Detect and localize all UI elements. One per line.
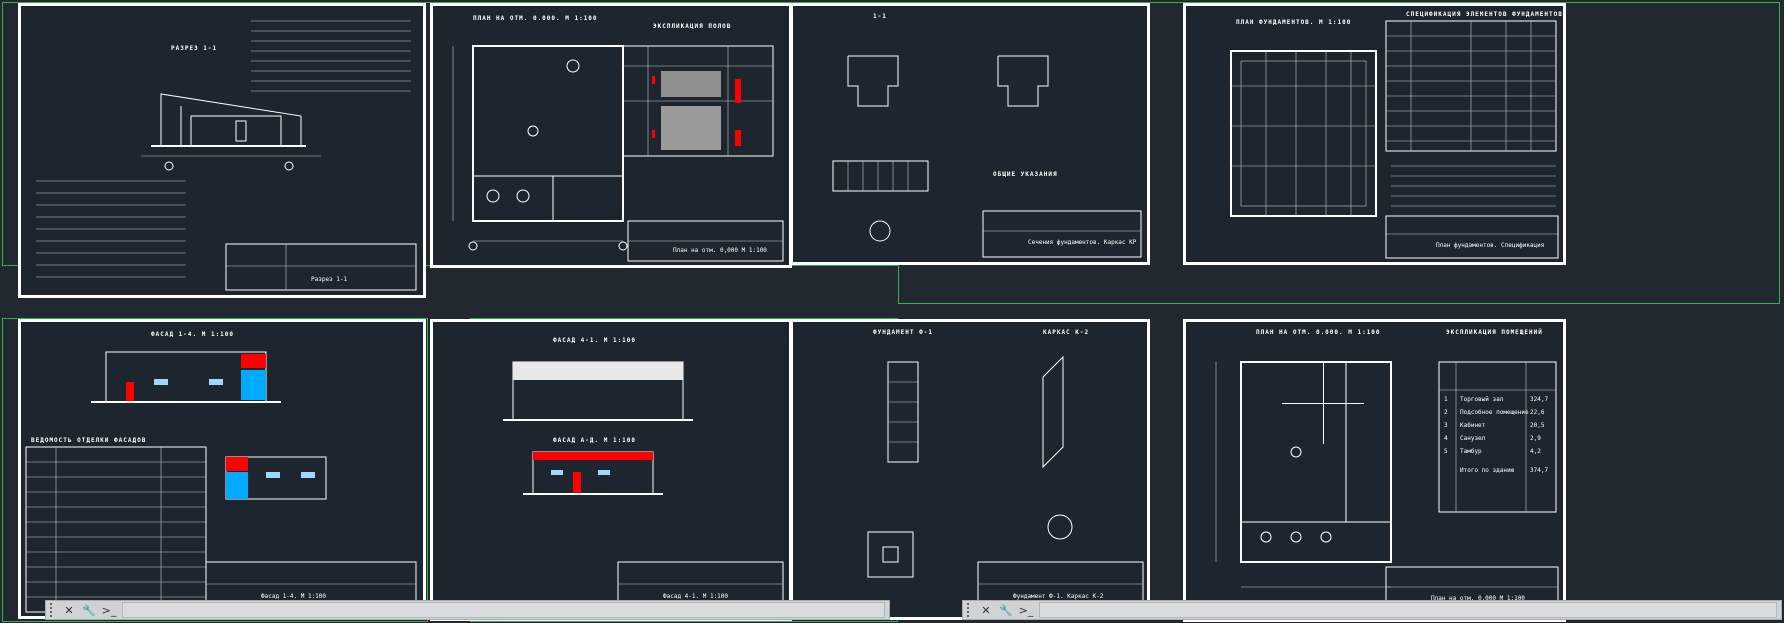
room-total-row: Итого по зданию 374,7 [1460, 467, 1548, 474]
svg-text:5: 5 [1444, 448, 1448, 455]
command-line-toolbar[interactable]: ✕ 🔧 >_ [45, 600, 890, 620]
close-icon[interactable]: ✕ [981, 603, 991, 617]
svg-text:1: 1 [1444, 396, 1448, 403]
sheet-subtitle: ОБЩИЕ УКАЗАНИЯ [993, 171, 1058, 178]
sheet-foundation-sections[interactable]: 1-1 ОБЩИЕ УКАЗАНИЯ Сечения фундаментов. … [790, 3, 1150, 265]
sheet-foundation-f1[interactable]: ФУНДАМЕНТ Ф-1 КАРКАС К-2 Фундамент Ф-1. … [790, 319, 1150, 620]
sheet-subtitle: ФАСАД А-Д. М 1:100 [553, 437, 636, 444]
room-row: 3 Кабинет 20,5 [1444, 422, 1545, 429]
section-drawing: РАЗРЕЗ 1-1 Разрез 1-1 [36, 20, 417, 291]
sheet-facade-4-1[interactable]: ФАСАД 4-1. М 1:100 ФАСАД А-Д. М 1:100 Фа… [430, 319, 792, 621]
foundation-detail-drawing: ФУНДАМЕНТ Ф-1 КАРКАС К-2 Фундамент Ф-1. … [867, 329, 1144, 613]
command-line-icon[interactable]: >_ [101, 603, 117, 617]
title-block-text: Фасад 1-4. М 1:100 [261, 593, 326, 600]
wrench-icon[interactable]: 🔧 [82, 603, 96, 617]
foundation-plan-drawing: ПЛАН ФУНДАМЕНТОВ. М 1:100 СПЕЦИФИКАЦИЯ Э… [1230, 11, 1563, 259]
sheet-title: ФУНДАМЕНТ Ф-1 [873, 329, 933, 336]
sheet-title: ПЛАН НА ОТМ. 0.000. М 1:100 [473, 15, 598, 22]
sections-drawing: 1-1 ОБЩИЕ УКАЗАНИЯ Сечения фундаментов. … [832, 13, 1142, 258]
plan-drawing: ПЛАН НА ОТМ. 0.000. М 1:100 ЭКСПЛИКАЦИЯ … [452, 15, 784, 262]
svg-text:Санузел: Санузел [1460, 435, 1486, 442]
svg-text:3: 3 [1444, 422, 1448, 429]
sheet-subtitle: КАРКАС К-2 [1043, 329, 1089, 336]
crosshair-cursor [1323, 362, 1324, 444]
title-block-text: План фундаментов. Спецификация [1436, 242, 1544, 249]
sheet-facade-1-4[interactable]: ФАСАД 1-4. М 1:100 ВЕДОМОСТЬ ОТДЕЛКИ ФАС… [18, 319, 426, 619]
facade-drawing-2: ФАСАД 4-1. М 1:100 ФАСАД А-Д. М 1:100 Фа… [503, 337, 784, 613]
sheet-plan-floor[interactable]: ПЛАН НА ОТМ. 0.000. М 1:100 ЭКСПЛИКАЦИЯ … [430, 3, 792, 268]
command-line-toolbar[interactable]: ✕ 🔧 >_ [962, 600, 1782, 620]
sheet-title: ПЛАН ФУНДАМЕНТОВ. М 1:100 [1236, 19, 1351, 26]
svg-text:2,9: 2,9 [1530, 435, 1541, 442]
svg-text:4: 4 [1444, 435, 1448, 442]
title-block-text: Разрез 1-1 [311, 276, 348, 283]
svg-text:Итого по зданию: Итого по зданию [1460, 467, 1515, 474]
sheet-subtitle: ВЕДОМОСТЬ ОТДЕЛКИ ФАСАДОВ [31, 437, 146, 444]
svg-text:Кабинет: Кабинет [1460, 422, 1486, 429]
sheet-subtitle: СПЕЦИФИКАЦИЯ ЭЛЕМЕНТОВ ФУНДАМЕНТОВ [1406, 11, 1563, 18]
sheet-title: 1-1 [873, 13, 887, 20]
plan-rooms-drawing: ПЛАН НА ОТМ. 0.000. М 1:100 ЭКСПЛИКАЦИЯ … [1215, 328, 1559, 616]
room-row: 5 Тамбур 4,2 [1444, 448, 1541, 455]
svg-text:Подсобное помещение: Подсобное помещение [1460, 409, 1529, 416]
sheet-section-1-1[interactable]: РАЗРЕЗ 1-1 Разрез 1-1 [18, 3, 426, 298]
command-input[interactable] [1039, 602, 1777, 618]
command-input[interactable] [122, 602, 885, 618]
command-line-icon[interactable]: >_ [1018, 603, 1034, 617]
sheet-plan-rooms[interactable]: ПЛАН НА ОТМ. 0.000. М 1:100 ЭКСПЛИКАЦИЯ … [1183, 319, 1566, 622]
close-icon[interactable]: ✕ [64, 603, 74, 617]
svg-text:4,2: 4,2 [1530, 448, 1541, 455]
title-block-text: План на отм. 0,000 М 1:100 [1431, 595, 1525, 602]
room-row: 4 Санузел 2,9 [1444, 435, 1541, 442]
sheet-title: РАЗРЕЗ 1-1 [171, 45, 217, 52]
title-block-text: План на отм. 0,000 М 1:100 [673, 247, 767, 254]
wrench-icon[interactable]: 🔧 [999, 603, 1013, 617]
svg-text:Тамбур: Тамбур [1460, 448, 1482, 455]
sheet-foundation-plan[interactable]: ПЛАН ФУНДАМЕНТОВ. М 1:100 СПЕЦИФИКАЦИЯ Э… [1183, 3, 1566, 265]
grip-handle[interactable] [50, 603, 56, 617]
sheet-subtitle: ЭКСПЛИКАЦИЯ ПОМЕЩЕНИЙ [1446, 328, 1543, 336]
title-block-text: Сечения фундаментов. Каркас КР [1028, 239, 1137, 246]
sheet-title: ФАСАД 4-1. М 1:100 [553, 337, 636, 344]
sheet-subtitle: ЭКСПЛИКАЦИЯ ПОЛОВ [653, 23, 731, 30]
svg-text:374,7: 374,7 [1530, 467, 1548, 474]
title-block-text: Фундамент Ф-1. Каркас К-2 [1013, 593, 1104, 600]
facade-drawing: ФАСАД 1-4. М 1:100 ВЕДОМОСТЬ ОТДЕЛКИ ФАС… [25, 331, 417, 613]
sheet-title: ФАСАД 1-4. М 1:100 [151, 331, 234, 338]
room-schedule: 1 Торговый зал 324,7 2 Подсобное помещен… [1444, 396, 1548, 474]
svg-text:Торговый зал: Торговый зал [1460, 396, 1504, 403]
sheet-title: ПЛАН НА ОТМ. 0.000. М 1:100 [1256, 329, 1381, 336]
grip-handle[interactable] [967, 603, 973, 617]
title-block-text: Фасад 4-1. М 1:100 [663, 593, 728, 600]
svg-text:20,5: 20,5 [1530, 422, 1545, 429]
room-row: 1 Торговый зал 324,7 [1444, 396, 1548, 403]
room-row: 2 Подсобное помещение 22,6 [1444, 409, 1545, 416]
svg-text:22,6: 22,6 [1530, 409, 1545, 416]
svg-text:2: 2 [1444, 409, 1448, 416]
svg-text:324,7: 324,7 [1530, 396, 1548, 403]
